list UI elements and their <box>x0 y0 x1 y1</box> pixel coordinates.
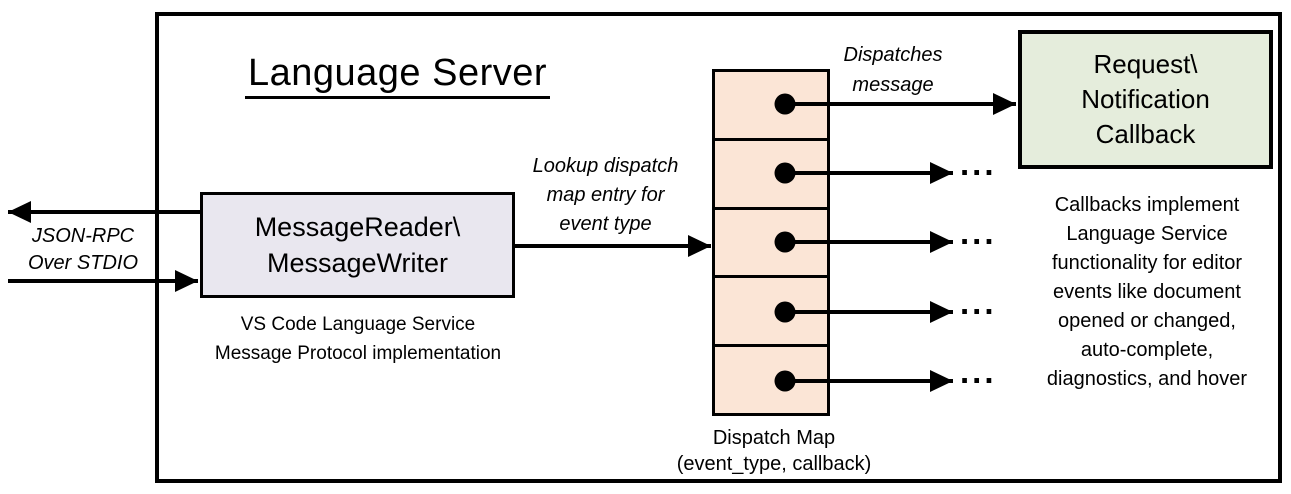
callbacks-note-line6: auto-complete, <box>1080 339 1214 361</box>
callbacks-note: Callbacks implement Language Service fun… <box>1020 191 1274 394</box>
dispatches-message-label: Dispatches message <box>826 40 960 100</box>
dispatch-cell-3 <box>715 210 827 279</box>
reader-caption-line2: Message Protocol implementation <box>214 343 502 364</box>
ellipsis-row-3: ... <box>960 214 997 251</box>
callback-box-line3: Callback <box>1095 119 1196 149</box>
ellipsis-row-4: ... <box>960 284 997 321</box>
diagram-title-text: Language Server <box>244 52 551 99</box>
lookup-label-line2: map entry for <box>546 184 665 206</box>
callbacks-note-line2: Language Service <box>1066 223 1228 245</box>
reader-box-line1: MessageReader\ <box>254 212 461 242</box>
dispatch-map-caption: Dispatch Map (event_type, callback) <box>649 425 899 477</box>
callback-box-line1: Request\ <box>1093 49 1198 79</box>
callback-box-line2: Notification <box>1081 84 1210 114</box>
lookup-label-line1: Lookup dispatch <box>532 155 679 177</box>
stdio-label-line1: JSON-RPC <box>31 225 135 247</box>
callbacks-note-line1: Callbacks implement <box>1054 194 1240 216</box>
dispatch-cell-2 <box>715 141 827 210</box>
callbacks-note-line3: functionality for editor <box>1051 252 1243 274</box>
dispatch-cell-1 <box>715 72 827 141</box>
language-server-boundary <box>155 12 1282 483</box>
request-notification-callback-box: Request\ Notification Callback <box>1018 30 1273 169</box>
callbacks-note-line7: diagnostics, and hover <box>1046 368 1248 390</box>
callbacks-note-line4: events like document <box>1053 281 1241 303</box>
dispatch-cell-4 <box>715 278 827 348</box>
reader-caption: VS Code Language Service Message Protoco… <box>158 310 558 368</box>
ellipsis-row-2: ... <box>960 145 997 182</box>
dispatch-map <box>712 69 830 416</box>
map-caption-line2: (event_type, callback) <box>676 453 872 475</box>
ellipsis-row-5: ... <box>960 353 997 390</box>
callbacks-note-line5: opened or changed, <box>1058 310 1236 332</box>
reader-box-line2: MessageWriter <box>266 248 449 278</box>
dispatches-label-line1: Dispatches <box>843 44 943 66</box>
stdio-label-line2: Over STDIO <box>27 252 138 274</box>
dispatches-label-line2: message <box>852 74 934 96</box>
message-reader-writer-box: MessageReader\ MessageWriter <box>200 192 515 298</box>
map-caption-line1: Dispatch Map <box>712 427 836 449</box>
lookup-dispatch-label: Lookup dispatch map entry for event type <box>508 152 703 239</box>
diagram-title: Language Server <box>225 52 570 99</box>
lookup-label-line3: event type <box>559 213 652 235</box>
dispatch-cell-5 <box>715 347 827 413</box>
stdio-label: JSON-RPC Over STDIO <box>8 223 158 277</box>
reader-caption-line1: VS Code Language Service <box>240 314 476 335</box>
